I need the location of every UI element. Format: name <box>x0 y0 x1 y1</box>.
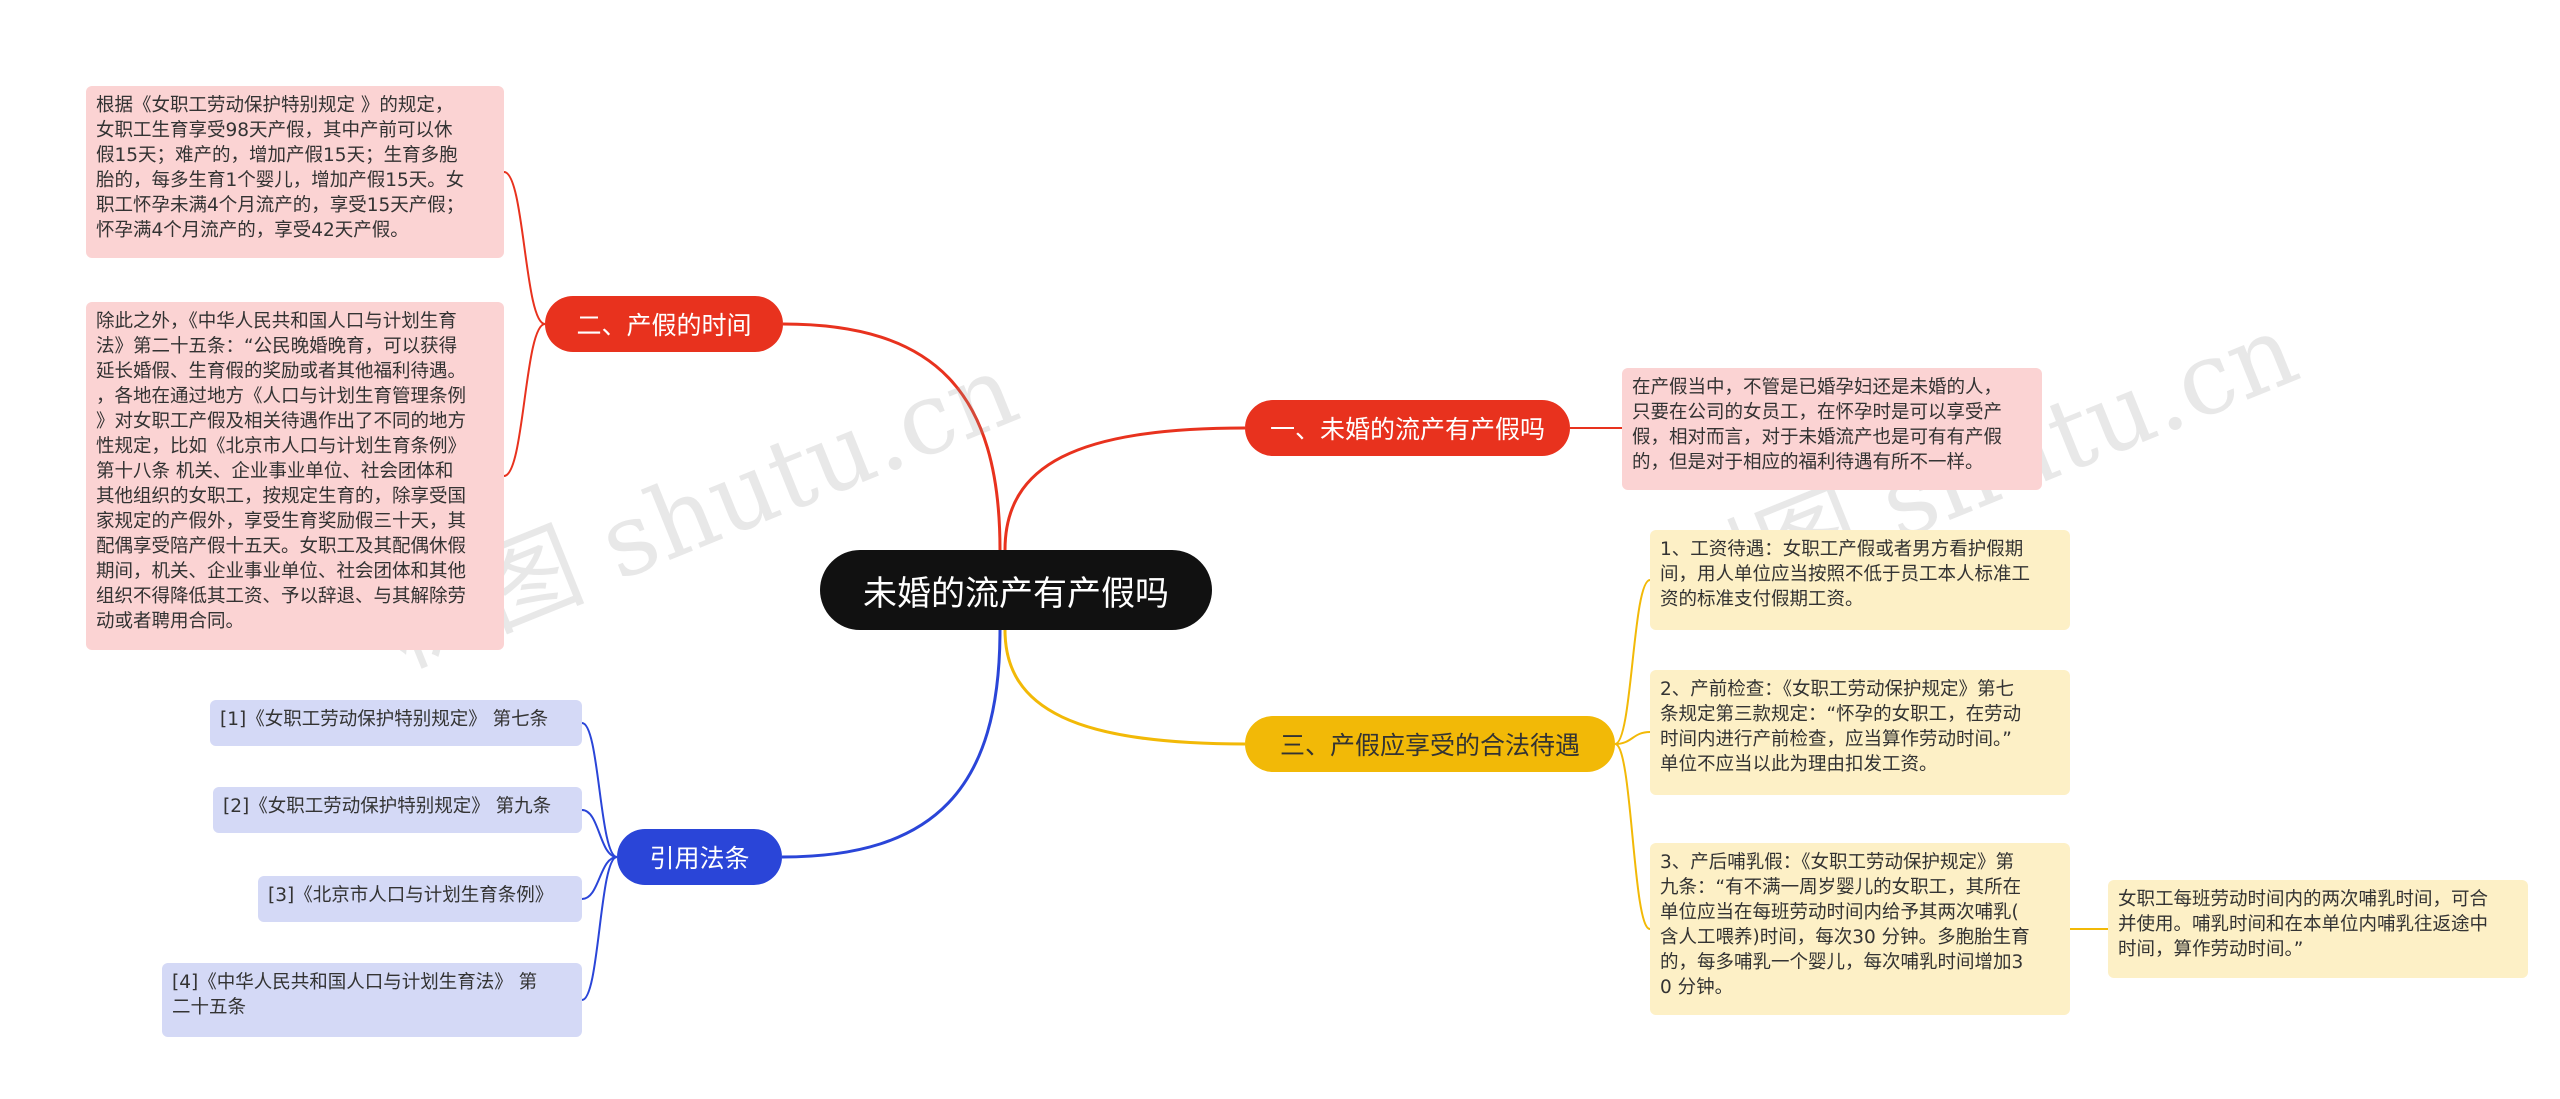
link-b3-leaf2 <box>1614 731 1651 745</box>
link-b4-leaf3 <box>581 856 618 900</box>
link-b4-leaf4 <box>581 856 618 1001</box>
link-b4-leaf2 <box>581 809 618 858</box>
leaf-98-day-leave: 根据《女职工劳动保护特别规定 》的规定， 女职工生育享受98天产假，其中产前可以… <box>86 86 504 258</box>
leaf-law-ref-2[interactable]: [2]《女职工劳动保护特别规定》 第九条 <box>213 787 582 833</box>
link-b3-leaf3 <box>1614 743 1651 930</box>
link-b4-leaf1 <box>581 722 618 858</box>
leaf-law-ref-1[interactable]: [1]《女职工劳动保护特别规定》 第七条 <box>210 700 582 746</box>
branch-maternity-leave-time[interactable]: 二、产假的时间 <box>545 296 783 352</box>
leaf-wage-treatment: 1、工资待遇：女职工产假或者男方看护假期 间，用人单位应当按照不低于员工本人标准… <box>1650 530 2070 630</box>
branch-cited-laws[interactable]: 引用法条 <box>617 829 782 885</box>
leaf-prenatal-check: 2、产前检查：《女职工劳动保护规定》第七 条规定第三款规定：“怀孕的女职工，在劳… <box>1650 670 2070 795</box>
root-topic[interactable]: 未婚的流产有产假吗 <box>820 550 1212 630</box>
branch-legal-benefits[interactable]: 三、产假应享受的合法待遇 <box>1245 716 1615 772</box>
link-b2-leaf2 <box>503 323 546 477</box>
leaf-nursing-leave: 3、产后哺乳假：《女职工劳动保护规定》第 九条：“有不满一周岁婴儿的女职工，其所… <box>1650 843 2070 1015</box>
link-root-b3 <box>1003 629 1246 746</box>
link-b2-leaf1 <box>503 171 546 325</box>
link-root-b1 <box>1003 426 1246 551</box>
leaf-law-ref-3[interactable]: [3]《北京市人口与计划生育条例》 <box>258 876 582 922</box>
link-root-b2 <box>782 322 1002 551</box>
leaf-law-ref-4[interactable]: [4]《中华人民共和国人口与计划生育法》 第 二十五条 <box>162 963 582 1037</box>
leaf-population-law-article: 除此之外，《中华人民共和国人口与计划生育 法》第二十五条：“公民晚婚晚育，可以获… <box>86 302 504 650</box>
link-root-b4 <box>781 629 1002 859</box>
link-b3-leaf1 <box>1614 579 1651 745</box>
leaf-unmarried-leave-detail: 在产假当中，不管是已婚孕妇还是未婚的人， 只要在公司的女员工，在怀孕时是可以享受… <box>1622 368 2042 490</box>
branch-unmarried-miscarriage[interactable]: 一、未婚的流产有产假吗 <box>1245 400 1570 456</box>
leaf-nursing-time-detail: 女职工每班劳动时间内的两次哺乳时间，可合 并使用。哺乳时间和在本单位内哺乳往返途… <box>2108 880 2528 978</box>
